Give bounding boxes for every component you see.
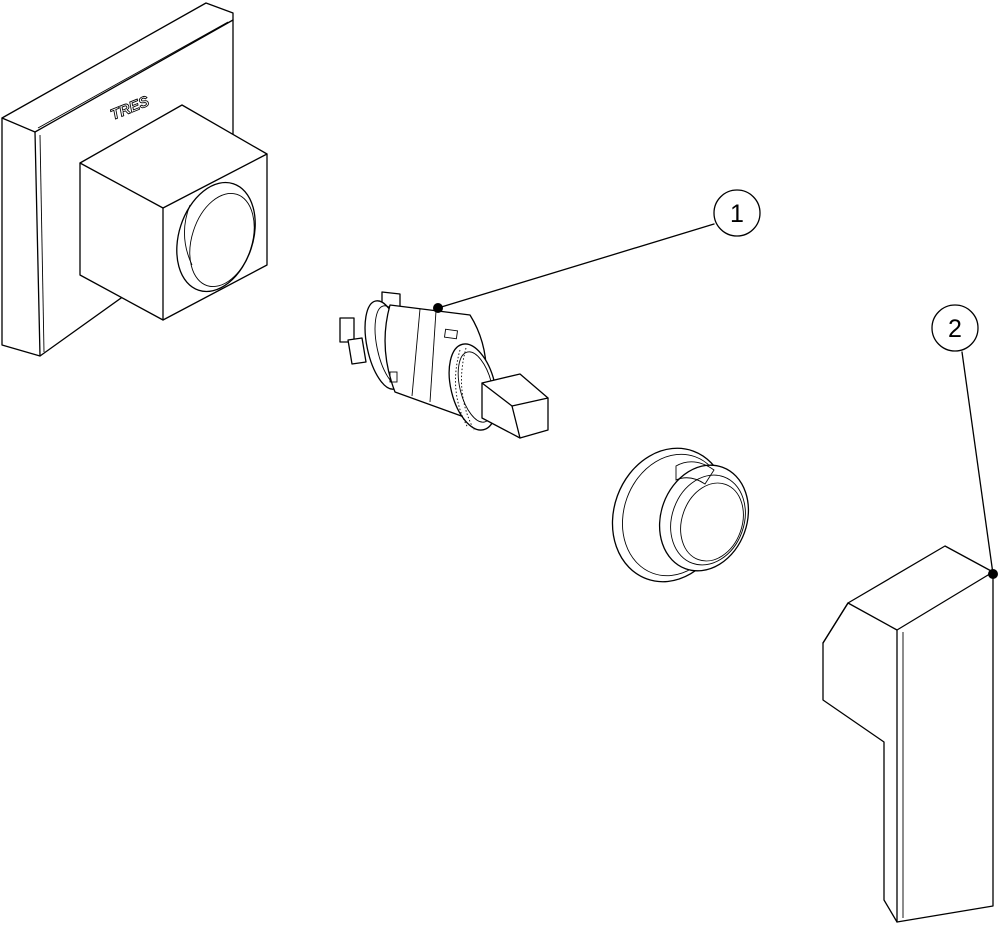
bonnet-ring [611, 447, 750, 583]
callout-2-leader [961, 351, 994, 575]
callout-2-number: 2 [948, 315, 962, 343]
callout-1: 1 [433, 189, 761, 313]
callout-1-dot [433, 303, 443, 313]
callout-2-dot [988, 569, 998, 579]
callout-2-bubble [931, 304, 979, 352]
cartridge [339, 291, 549, 439]
callout-2: 2 [931, 304, 998, 579]
callout-1-bubble [713, 189, 761, 237]
callout-1-number: 1 [730, 200, 744, 228]
square-hub [79, 104, 268, 321]
callout-1-leader [437, 223, 715, 309]
lever-handle [822, 545, 994, 923]
